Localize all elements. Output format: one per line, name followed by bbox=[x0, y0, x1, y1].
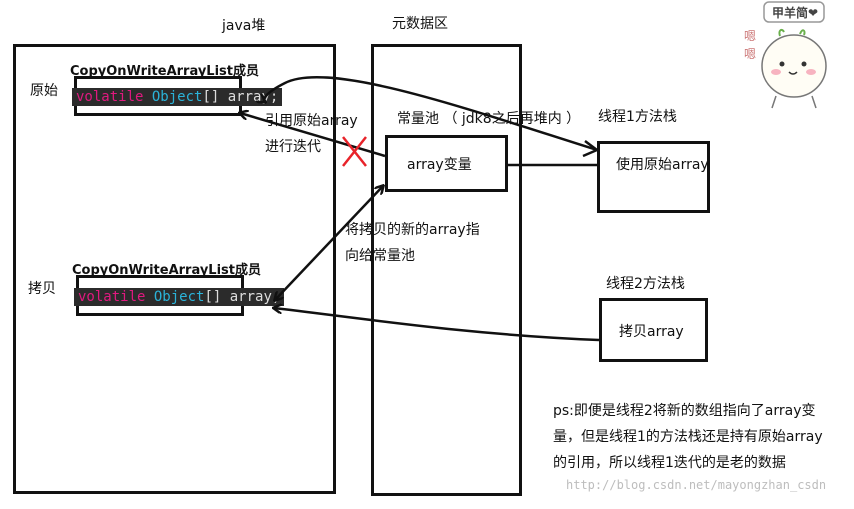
point-new-text-2: 向给常量池 bbox=[345, 248, 415, 264]
ref-original-text-2: 进行迭代 bbox=[265, 139, 321, 155]
ps-note: ps:即便是线程2将新的数组指向了array变 量，但是线程1的方法栈还是持有原… bbox=[553, 398, 853, 476]
array-variable-label: array变量 bbox=[407, 157, 472, 173]
mascot-icon: 嗯 嗯 bbox=[744, 1, 827, 109]
thread2-stack-box bbox=[599, 298, 708, 362]
java-heap-title: java堆 bbox=[222, 18, 266, 34]
java-heap-box bbox=[13, 44, 336, 494]
watermark: http://blog.csdn.net/mayongzhan_csdn bbox=[566, 478, 827, 492]
thread1-box-label: 使用原始array bbox=[616, 157, 709, 173]
code-rest: [] array; bbox=[204, 289, 281, 305]
constant-pool-label: 常量池 （ jdk8之后再堆内 ） bbox=[397, 111, 581, 127]
arrow-head-thread1 bbox=[582, 140, 600, 158]
thread2-box-label: 拷贝array bbox=[619, 324, 684, 340]
array-variable-box bbox=[385, 135, 508, 192]
arrow-array-to-original bbox=[240, 113, 386, 158]
member-title-copy: CopyOnWriteArrayList成员 bbox=[72, 263, 261, 278]
ps-note-line-3: 的引用，所以线程1迭代的是老的数据 bbox=[553, 455, 786, 471]
code-type: Object bbox=[151, 89, 203, 105]
copy-code-line: volatile Object[] array; bbox=[74, 288, 285, 306]
original-code-line: volatile Object[] array; bbox=[72, 88, 283, 106]
arrow-copy-to-array bbox=[274, 186, 383, 301]
metaspace-title: 元数据区 bbox=[392, 16, 448, 32]
svg-text:嗯: 嗯 bbox=[744, 29, 756, 43]
mascot-sticker: 嗯 嗯 甲羊简❤ bbox=[736, 0, 854, 118]
sticker-text: 甲羊简❤ bbox=[772, 6, 819, 20]
code-keyword: volatile bbox=[78, 289, 146, 305]
metaspace-box bbox=[371, 44, 522, 496]
cross-mark bbox=[342, 136, 367, 167]
thread1-title: 线程1方法栈 bbox=[598, 109, 677, 125]
copy-label: 拷贝 bbox=[28, 281, 56, 297]
member-title-original: CopyOnWriteArrayList成员 bbox=[70, 64, 259, 79]
ps-note-line-2: 量，但是线程1的方法栈还是持有原始array bbox=[553, 429, 823, 445]
svg-text:嗯: 嗯 bbox=[744, 47, 756, 61]
point-new-text-1: 将拷贝的新的array指 bbox=[345, 222, 480, 238]
arrow-thread1-to-original bbox=[264, 75, 598, 152]
thread2-title: 线程2方法栈 bbox=[606, 276, 685, 292]
arrow-thread2-to-copy bbox=[274, 308, 600, 342]
thread1-stack-box bbox=[597, 141, 710, 213]
original-label: 原始 bbox=[30, 83, 58, 99]
code-keyword: volatile bbox=[76, 89, 144, 105]
ref-original-text-1: 引用原始array bbox=[265, 113, 358, 129]
code-type: Object bbox=[153, 289, 205, 305]
ps-note-line-1: ps:即便是线程2将新的数组指向了array变 bbox=[553, 403, 816, 419]
